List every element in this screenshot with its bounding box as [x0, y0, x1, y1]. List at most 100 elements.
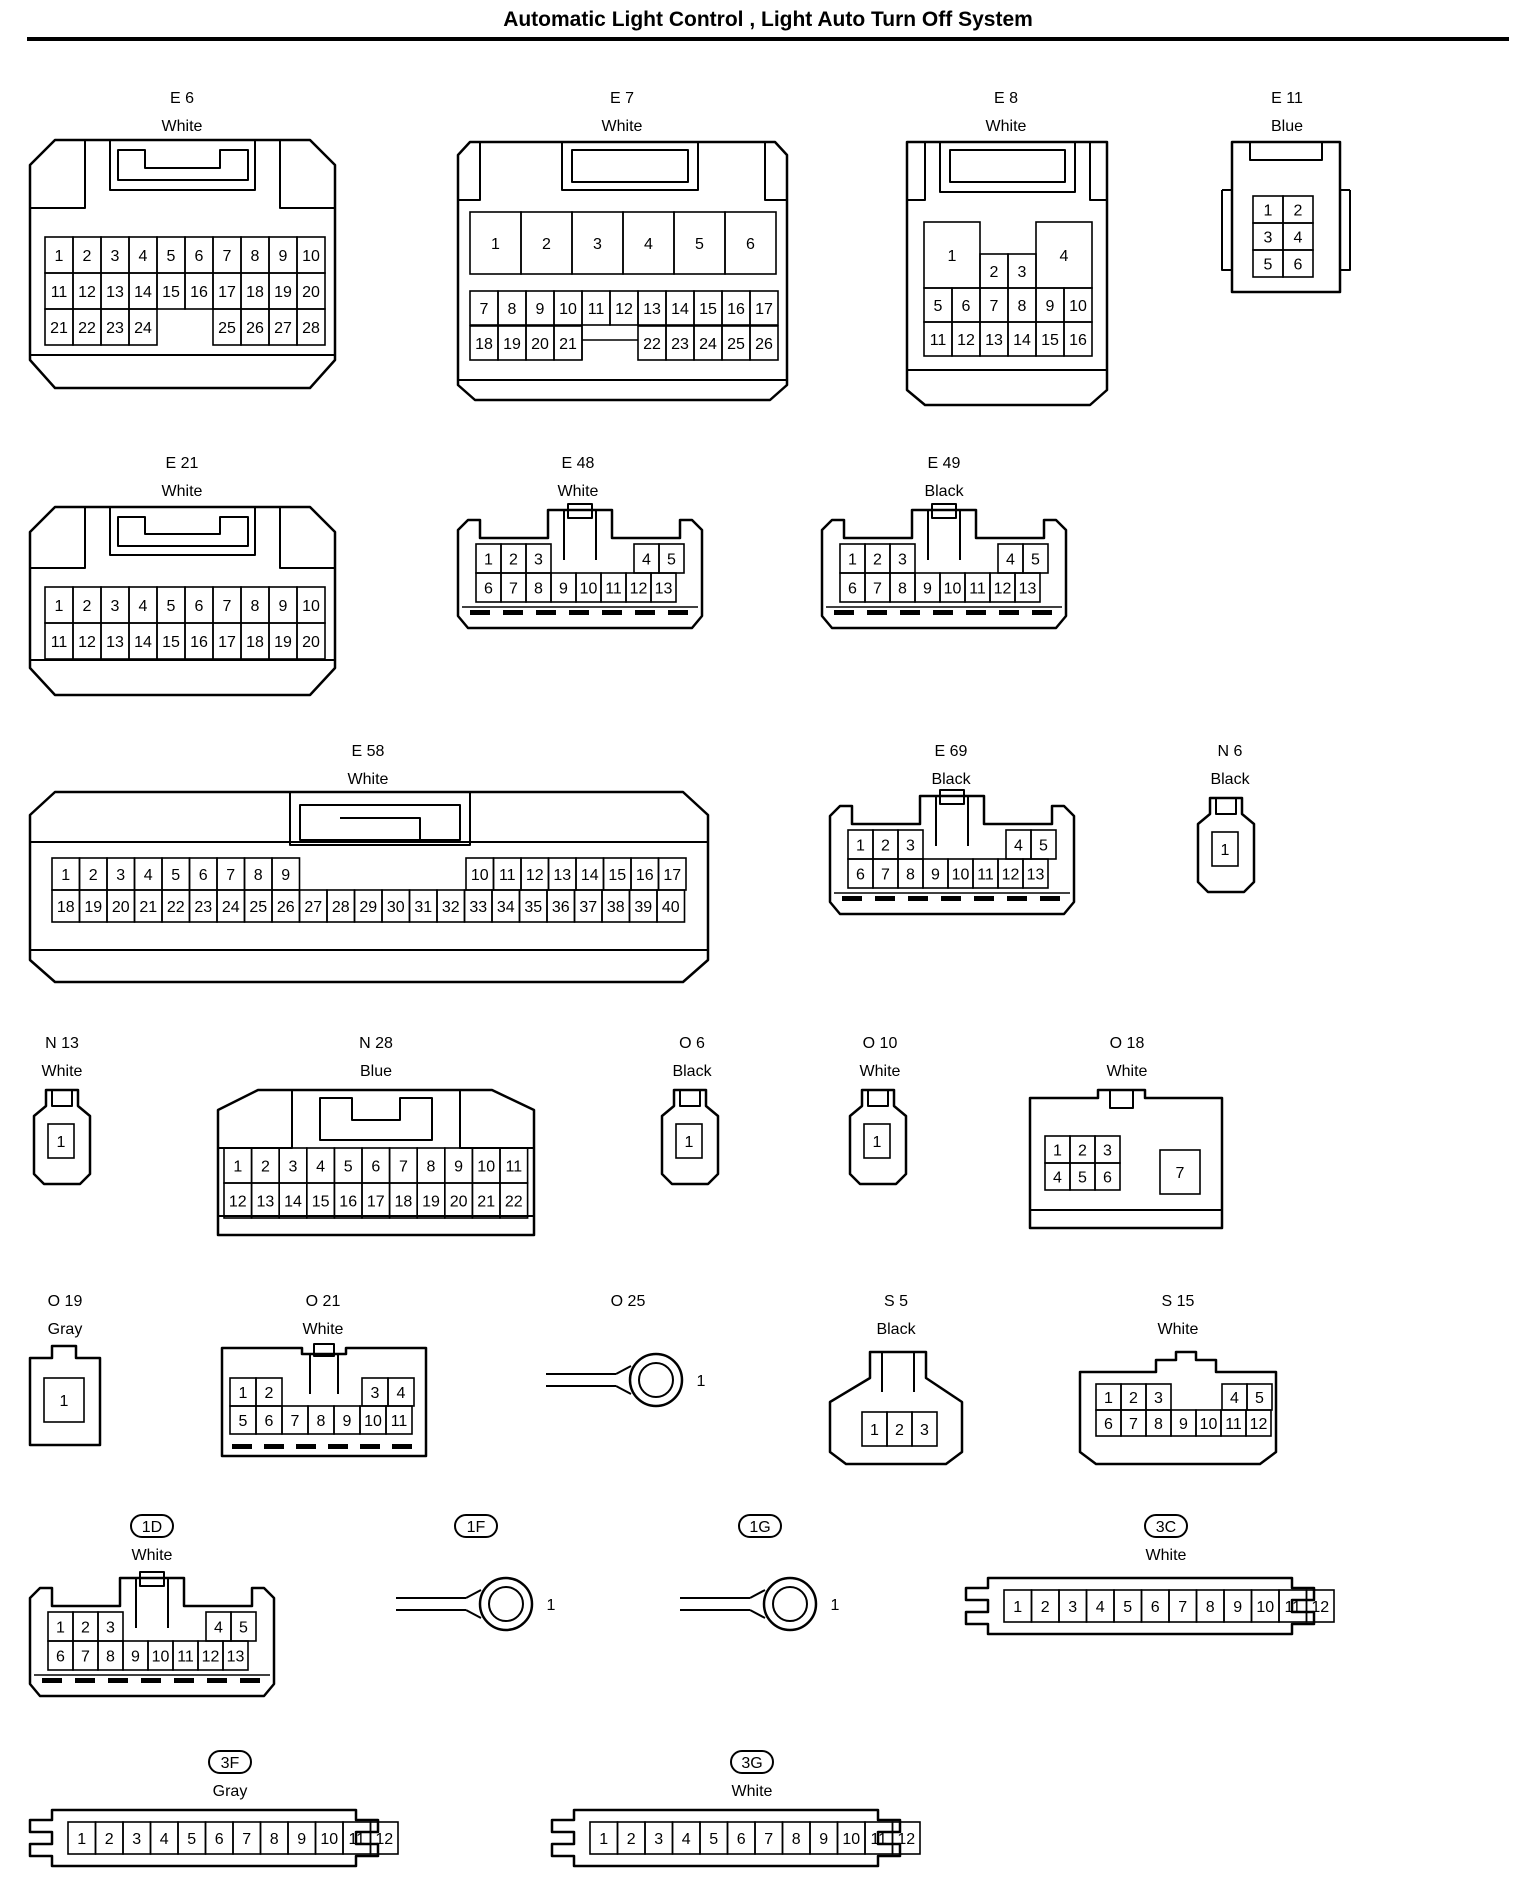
- pin-23: 23: [106, 320, 124, 337]
- pin-6: 6: [265, 1413, 274, 1430]
- pin-1: 1: [948, 248, 957, 265]
- pin-32: 32: [442, 899, 460, 916]
- pin-12: 12: [1002, 867, 1020, 884]
- pin-12: 12: [1311, 1599, 1329, 1616]
- pin-2: 2: [881, 838, 890, 855]
- pin-3: 3: [898, 552, 907, 569]
- connector-code: E 49: [928, 455, 961, 472]
- pin-9: 9: [454, 1159, 463, 1176]
- connector-code: E 58: [352, 743, 385, 760]
- pin-7: 7: [291, 1413, 300, 1430]
- pin-11: 11: [1225, 1416, 1242, 1433]
- pin-5: 5: [1264, 257, 1273, 274]
- connector-color: White: [986, 118, 1027, 135]
- pin-31: 31: [414, 899, 432, 916]
- pin-1: 1: [547, 1597, 556, 1614]
- pin-8: 8: [270, 1831, 279, 1848]
- pin-11: 11: [1284, 1599, 1301, 1616]
- connector-color: White: [162, 118, 203, 135]
- pin-38: 38: [607, 899, 625, 916]
- pin-1: 1: [77, 1831, 86, 1848]
- pin-2: 2: [873, 552, 882, 569]
- pin-6: 6: [737, 1831, 746, 1848]
- connector-color: White: [1146, 1547, 1187, 1564]
- pin-16: 16: [190, 634, 208, 651]
- pin-3: 3: [106, 1620, 115, 1637]
- pin-24: 24: [222, 899, 240, 916]
- pin-3: 3: [1154, 1390, 1163, 1407]
- pin-3: 3: [116, 867, 125, 884]
- pin-12: 12: [615, 301, 633, 318]
- pin-8: 8: [427, 1159, 436, 1176]
- pin-6: 6: [856, 867, 865, 884]
- pin-14: 14: [134, 284, 152, 301]
- pin-1: 1: [599, 1831, 608, 1848]
- connector-code: E 11: [1271, 90, 1303, 107]
- pin-3: 3: [1264, 230, 1273, 247]
- connector-code: E 8: [994, 90, 1018, 107]
- pin-3: 3: [593, 236, 602, 253]
- connector-color: Blue: [1271, 118, 1303, 135]
- pin-2: 2: [1294, 203, 1303, 220]
- pin-6: 6: [1104, 1416, 1113, 1433]
- pin-8: 8: [1206, 1599, 1215, 1616]
- pin-1: 1: [1264, 203, 1273, 220]
- pin-11: 11: [177, 1649, 194, 1666]
- pin-8: 8: [1018, 298, 1027, 315]
- connector-code: 3G: [741, 1755, 762, 1772]
- pin-23: 23: [671, 336, 689, 353]
- connector-code: O 10: [863, 1035, 898, 1052]
- pin-18: 18: [246, 284, 264, 301]
- pin-18: 18: [395, 1194, 413, 1211]
- pin-10: 10: [1200, 1416, 1218, 1433]
- pin-3: 3: [132, 1831, 141, 1848]
- connector-color: White: [162, 483, 203, 500]
- pin-1: 1: [60, 1393, 69, 1410]
- connector-code: N 13: [45, 1035, 79, 1052]
- pin-23: 23: [194, 899, 212, 916]
- pin-2: 2: [990, 264, 999, 281]
- pin-4: 4: [1230, 1390, 1239, 1407]
- pin-8: 8: [251, 248, 260, 265]
- pin-2: 2: [105, 1831, 114, 1848]
- pin-5: 5: [1123, 1599, 1132, 1616]
- pin-1: 1: [697, 1373, 706, 1390]
- pin-3: 3: [920, 1422, 929, 1439]
- pin-27: 27: [304, 899, 322, 916]
- connector-color: Gray: [213, 1783, 248, 1800]
- pin-9: 9: [297, 1831, 306, 1848]
- pin-5: 5: [239, 1620, 248, 1637]
- pin-4: 4: [1294, 230, 1303, 247]
- pin-2: 2: [83, 248, 92, 265]
- pin-4: 4: [316, 1159, 325, 1176]
- pin-19: 19: [274, 634, 292, 651]
- connector-code: 1G: [749, 1519, 770, 1536]
- pin-15: 15: [608, 867, 626, 884]
- pin-8: 8: [251, 598, 260, 615]
- pin-10: 10: [364, 1413, 382, 1430]
- pin-13: 13: [106, 634, 124, 651]
- pin-5: 5: [167, 248, 176, 265]
- pin-18: 18: [57, 899, 75, 916]
- pin-12: 12: [526, 867, 544, 884]
- pin-11: 11: [588, 301, 605, 318]
- pin-10: 10: [580, 581, 598, 598]
- pin-9: 9: [279, 248, 288, 265]
- pin-8: 8: [317, 1413, 326, 1430]
- code-oval: [738, 1514, 782, 1538]
- pin-11: 11: [605, 581, 622, 598]
- pin-20: 20: [302, 284, 320, 301]
- pin-3: 3: [1018, 264, 1027, 281]
- pin-1: 1: [55, 598, 64, 615]
- pin-6: 6: [56, 1649, 65, 1666]
- pin-6: 6: [962, 298, 971, 315]
- connector-1g: 1: [680, 1576, 840, 1632]
- pin-13: 13: [227, 1649, 245, 1666]
- pin-11: 11: [391, 1413, 408, 1430]
- pin-3: 3: [1103, 1143, 1112, 1160]
- pin-1: 1: [56, 1620, 65, 1637]
- connector-o10: 1: [848, 1088, 908, 1186]
